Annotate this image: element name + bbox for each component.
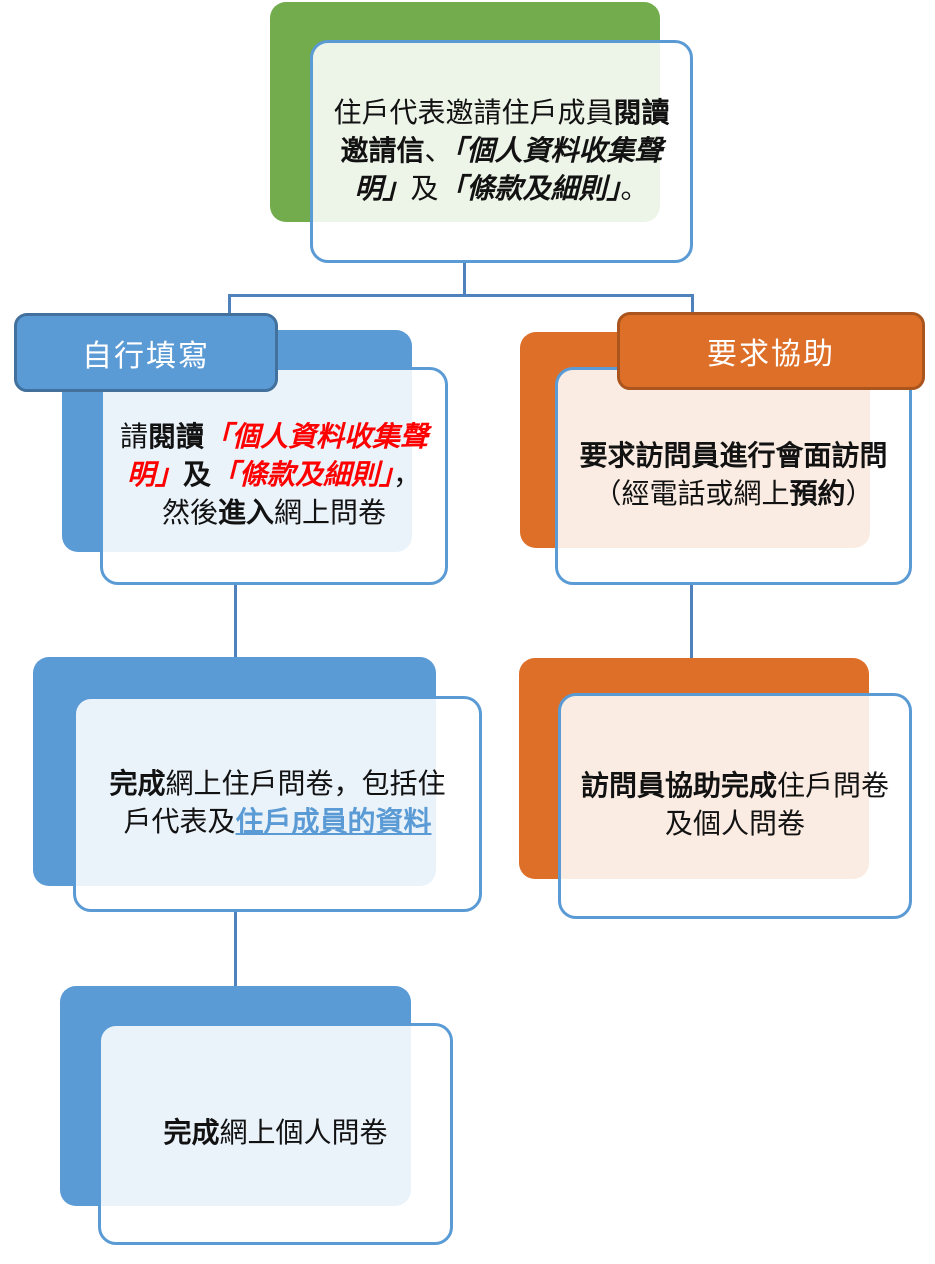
- text-run: 及: [410, 173, 439, 205]
- text-run: 網上住戶問卷，包括住 戶代表及: [123, 769, 446, 838]
- connector-right-branch-stub: [691, 294, 694, 313]
- left-step1-text: 請閱讀「個人資料收集聲 明」及「條款及細則」， 然後進入網上問卷: [103, 419, 445, 533]
- text-run: ）: [845, 479, 874, 510]
- right-step1-text: 要求訪問員進行會面訪問 （經電話或網上預約）: [558, 438, 909, 514]
- connector-left-branch-stub: [228, 294, 231, 314]
- right-branch-label: 要求協助: [617, 312, 925, 390]
- household-members-info-link[interactable]: 住戶成員的資料: [235, 807, 432, 838]
- left-step2-text: 完成網上住戶問卷，包括住 戶代表及住戶成員的資料: [76, 766, 479, 842]
- text-run: 及: [182, 460, 211, 491]
- right-branch-label-text: 要求協助: [707, 338, 835, 371]
- connector-left-step1-step2: [234, 583, 237, 658]
- text-run: ， 然後: [161, 460, 422, 529]
- left-branch-label: 自行填寫: [14, 313, 278, 392]
- text-run: （經電話或網上: [593, 479, 790, 510]
- text-run: 。: [620, 173, 649, 205]
- text-run: 要求訪問員進行會面訪問: [579, 441, 888, 472]
- text-run: 訪問員協助完成: [580, 771, 777, 802]
- connector-left-step2-step3: [234, 910, 237, 988]
- right-step2-card: 訪問員協助完成住戶問卷 及個人問卷: [558, 693, 912, 919]
- text-run: 完成: [163, 1118, 220, 1149]
- left-step2-card: 完成網上住戶問卷，包括住 戶代表及住戶成員的資料: [73, 696, 482, 912]
- right-step2-text: 訪問員協助完成住戶問卷 及個人問卷: [561, 768, 909, 844]
- text-run: 「個人資料收集聲 明」: [354, 135, 663, 205]
- connector-top-stub: [463, 263, 466, 297]
- text-run: 完成: [109, 769, 166, 800]
- left-branch-label-text: 自行填寫: [82, 339, 210, 373]
- text-run: 請: [119, 422, 148, 453]
- left-step3-card: 完成網上個人問卷: [98, 1023, 453, 1245]
- connector-branch-horizontal: [228, 294, 694, 297]
- text-run: 住戶問卷 及個人問卷: [664, 771, 890, 840]
- text-run: 閱讀 邀請信: [340, 97, 670, 167]
- text-run: 網上個人問卷: [219, 1118, 388, 1149]
- top-step-text: 住戶代表邀請住戶成員閱讀 邀請信、「個人資料收集聲 明」及「條款及細則」。: [313, 95, 690, 209]
- text-run: 預約: [789, 479, 846, 510]
- left-step1-card: 請閱讀「個人資料收集聲 明」及「條款及細則」， 然後進入網上問卷: [100, 367, 448, 585]
- left-step3-text: 完成網上個人問卷: [101, 1115, 450, 1153]
- text-run: 住戶代表邀請住戶成員: [333, 97, 614, 129]
- text-run: 進入: [217, 498, 274, 529]
- text-run: 「條款及細則」: [438, 173, 621, 205]
- top-step-card: 住戶代表邀請住戶成員閱讀 邀請信、「個人資料收集聲 明」及「條款及細則」。: [310, 40, 693, 263]
- right-step1-card: 要求訪問員進行會面訪問 （經電話或網上預約）: [555, 367, 912, 585]
- connector-right-step1-step2: [690, 583, 693, 660]
- text-run: 、: [424, 135, 453, 167]
- text-run: 網上問卷: [274, 498, 387, 529]
- text-run: 「條款及細則」: [211, 460, 394, 491]
- text-run: 閱讀: [147, 422, 204, 453]
- text-run: 「個人資料收集聲 明」: [126, 422, 429, 491]
